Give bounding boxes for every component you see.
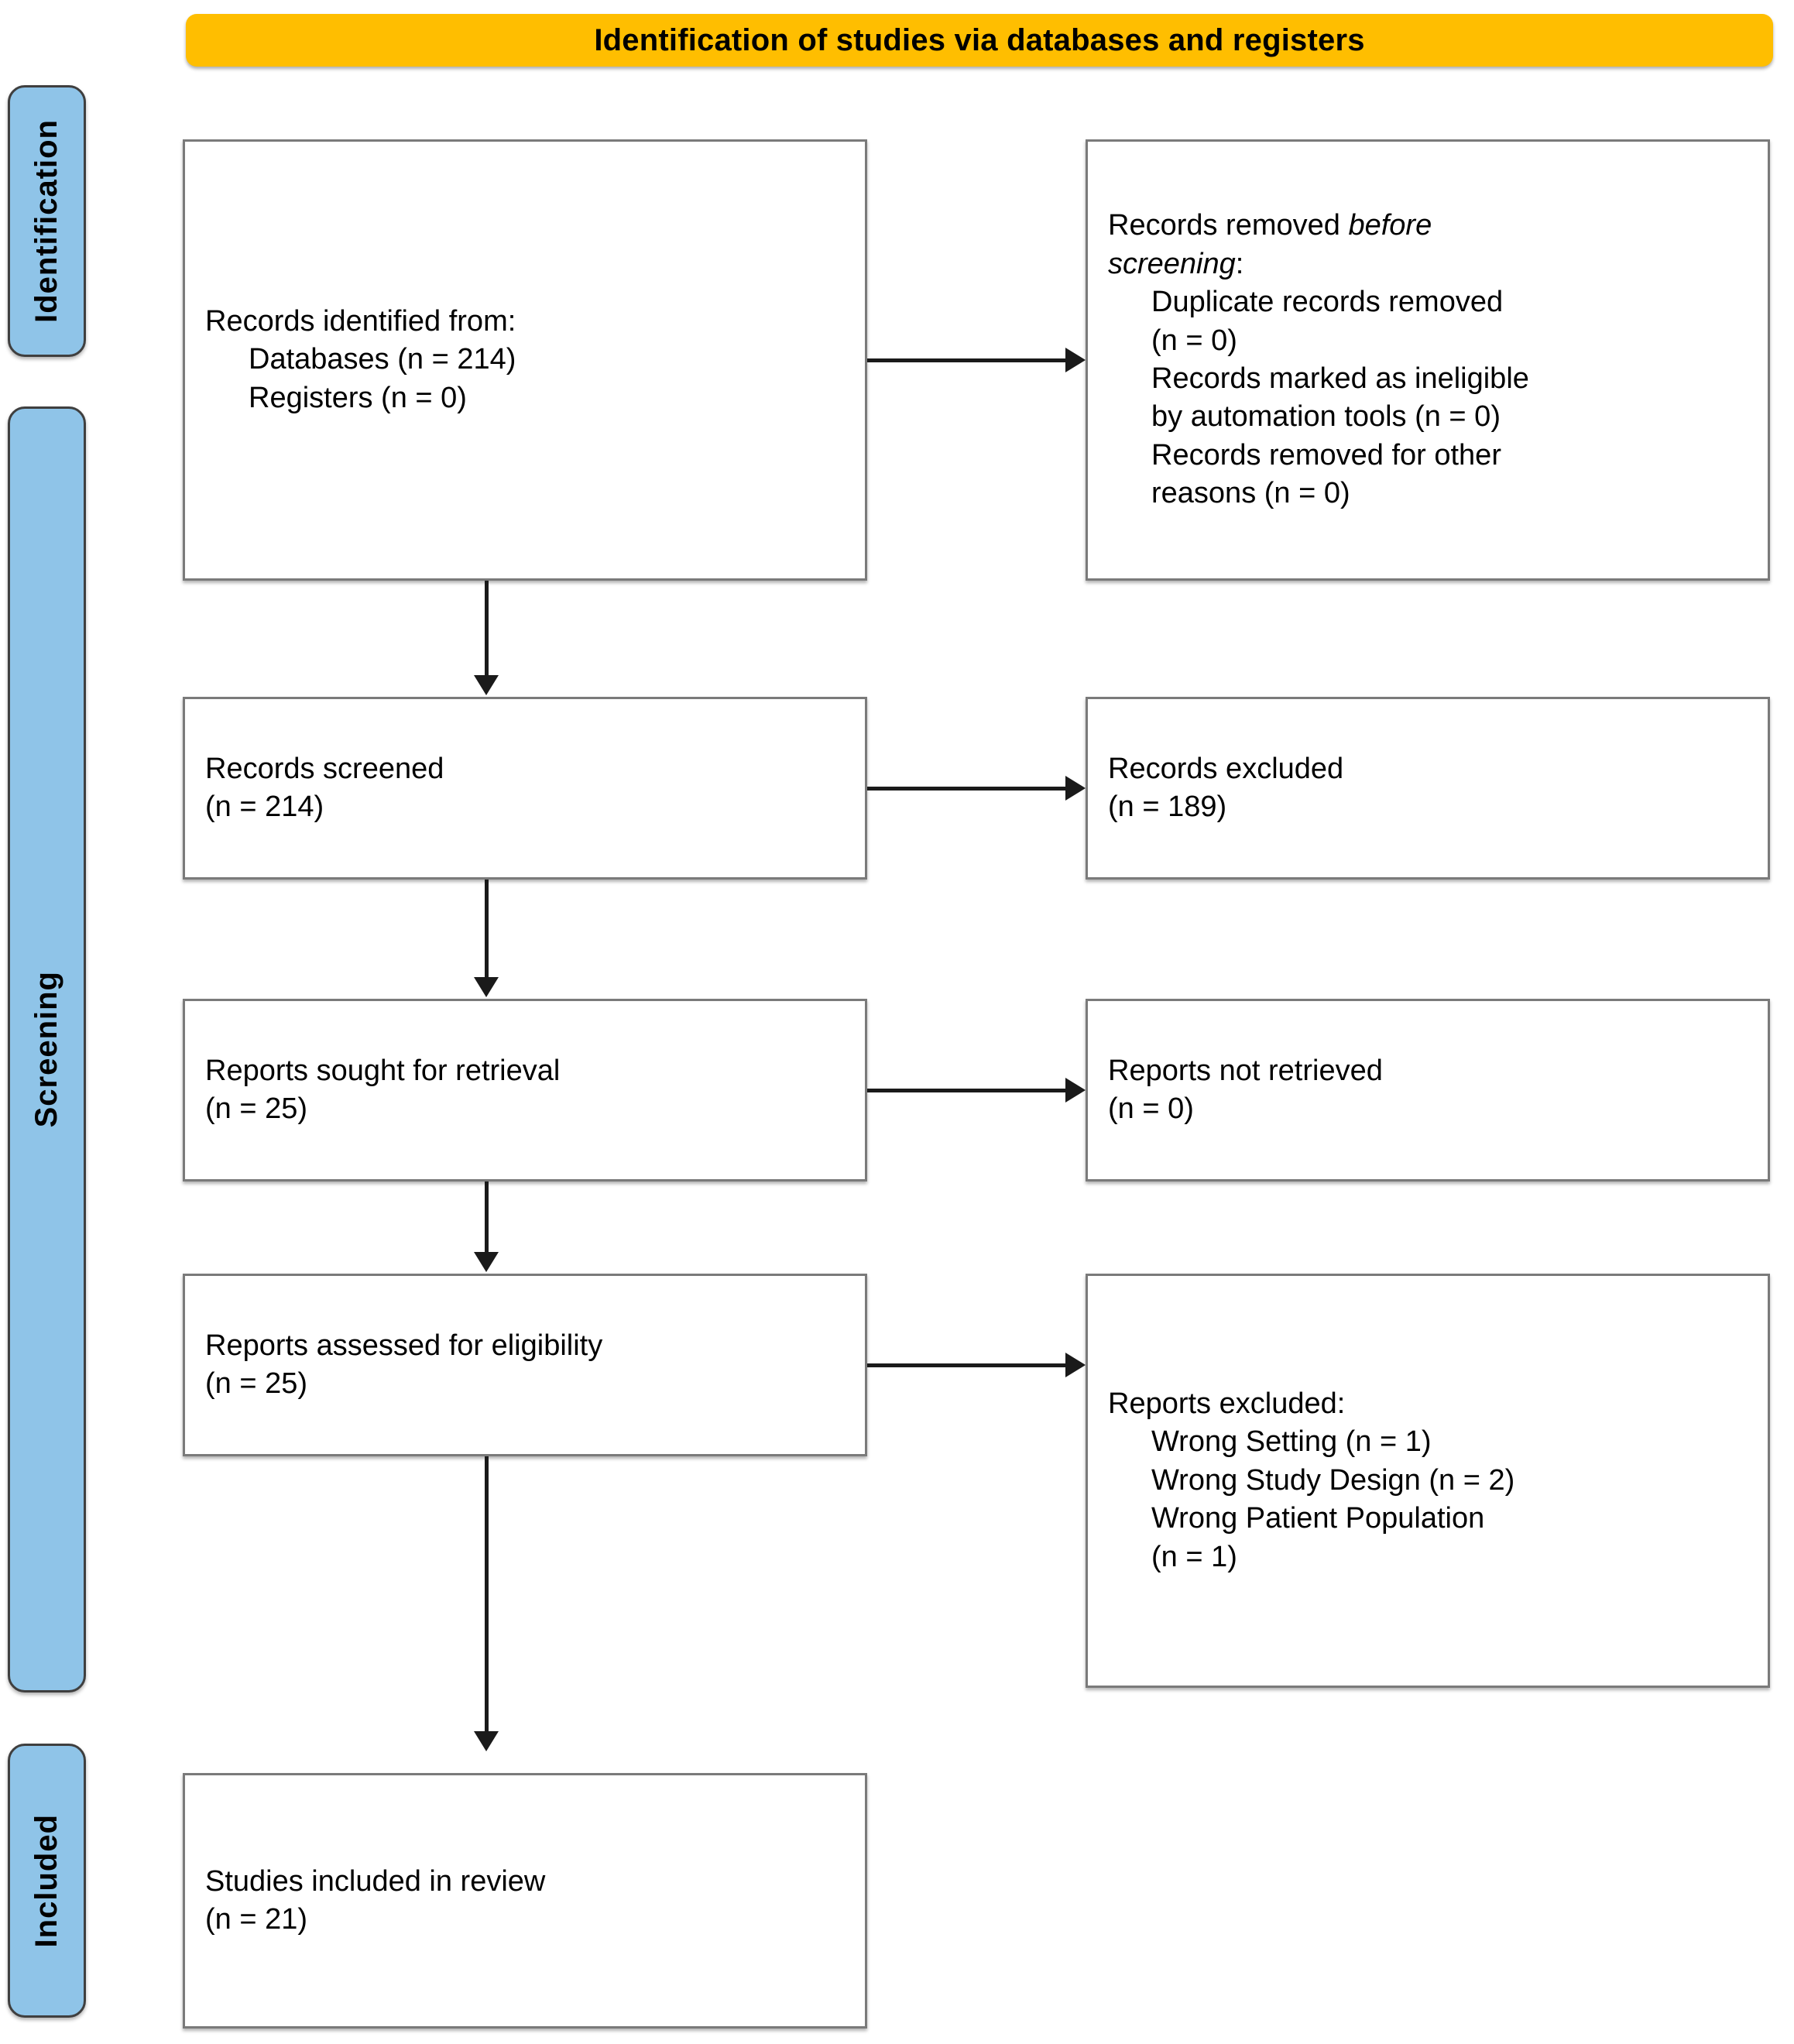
node-records-identified-text: Records identified from: Databases (n = … [185, 303, 865, 417]
text-line: (n = 0) [1151, 324, 1237, 357]
connector-assessed-to-reports-excluded [867, 1363, 1065, 1367]
node-reports-excluded: Reports excluded: Wrong Setting (n = 1) … [1086, 1274, 1770, 1688]
node-reports-assessed-text: Reports assessed for eligibility (n = 25… [185, 1327, 865, 1404]
text-line: Reports excluded: [1108, 1387, 1346, 1421]
text-line: (n = 21) [205, 1903, 308, 1936]
text-line: Records screened [205, 752, 444, 785]
text-fragment: : [1235, 247, 1244, 280]
node-reports-not-retrieved-text: Reports not retrieved (n = 0) [1088, 1052, 1768, 1129]
node-reports-sought-text: Reports sought for retrieval (n = 25) [185, 1052, 865, 1129]
text-line: screening: [1108, 245, 1748, 283]
node-records-identified: Records identified from: Databases (n = … [183, 139, 867, 581]
text-line: Reports sought for retrieval [205, 1054, 561, 1087]
diagram-title: Identification of studies via databases … [594, 22, 1365, 57]
text-fragment-italic: before [1348, 209, 1432, 242]
stage-bar-included: Included [8, 1744, 86, 2018]
connector-sought-to-assessed [485, 1181, 489, 1253]
text-line: Records removed before [1108, 207, 1748, 245]
node-records-removed-before-screening-text: Records removed before screening: Duplic… [1088, 207, 1768, 513]
connector-screened-to-sought [485, 880, 489, 979]
text-line: Records marked as ineligible [1151, 362, 1529, 395]
text-fragment: Records removed [1108, 209, 1349, 242]
text-line: (n = 0) [1108, 1092, 1194, 1125]
text-line: Wrong Study Design (n = 2) [1151, 1463, 1515, 1497]
text-fragment-italic: screening [1108, 247, 1236, 280]
stage-label-screening: Screening [29, 971, 63, 1128]
text-line: (n = 1) [1151, 1540, 1237, 1573]
text-line: Databases (n = 214) [249, 343, 516, 376]
node-reports-sought: Reports sought for retrieval (n = 25) [183, 999, 867, 1181]
text-line: (n = 25) [205, 1092, 308, 1125]
connector-assessed-to-included [485, 1456, 489, 1733]
node-records-removed-before-screening: Records removed before screening: Duplic… [1086, 139, 1770, 581]
arrowhead-sought-to-assessed [474, 1252, 499, 1272]
text-line: by automation tools (n = 0) [1151, 400, 1501, 434]
text-line: Records identified from: [205, 304, 516, 338]
node-reports-not-retrieved: Reports not retrieved (n = 0) [1086, 999, 1770, 1181]
text-line: Studies included in review [205, 1864, 546, 1898]
text-line: Reports not retrieved [1108, 1054, 1383, 1087]
text-line: Records removed for other [1151, 438, 1501, 472]
text-line: (n = 189) [1108, 791, 1227, 823]
stage-bar-identification: Identification [8, 85, 86, 357]
node-studies-included-text: Studies included in review (n = 21) [185, 1863, 865, 1939]
node-records-excluded: Records excluded (n = 189) [1086, 697, 1770, 880]
node-studies-included: Studies included in review (n = 21) [183, 1773, 867, 2029]
text-line: Records excluded [1108, 752, 1344, 785]
node-records-screened: Records screened (n = 214) [183, 697, 867, 880]
connector-identified-to-screened [485, 581, 489, 677]
text-line: Wrong Setting (n = 1) [1151, 1425, 1432, 1459]
node-records-excluded-text: Records excluded (n = 189) [1088, 750, 1768, 827]
text-line: Duplicate records removed [1151, 286, 1504, 319]
node-reports-assessed: Reports assessed for eligibility (n = 25… [183, 1274, 867, 1456]
connector-sought-to-not-retrieved [867, 1089, 1065, 1092]
connector-identified-to-removed [867, 358, 1065, 362]
arrowhead-screened-to-sought [474, 977, 499, 997]
text-line: (n = 214) [205, 791, 324, 823]
text-line: Wrong Patient Population [1151, 1502, 1485, 1535]
stage-label-included: Included [29, 1813, 63, 1948]
text-line: (n = 25) [205, 1367, 308, 1400]
node-records-screened-text: Records screened (n = 214) [185, 750, 865, 827]
arrowhead-identified-to-removed [1065, 348, 1086, 372]
arrowhead-identified-to-screened [474, 675, 499, 695]
connector-screened-to-excluded [867, 787, 1065, 791]
text-line: reasons (n = 0) [1151, 477, 1350, 510]
text-line: Registers (n = 0) [249, 381, 467, 414]
text-line: Reports assessed for eligibility [205, 1329, 603, 1362]
arrowhead-assessed-to-reports-excluded [1065, 1353, 1086, 1377]
diagram-header-banner: Identification of studies via databases … [186, 14, 1773, 67]
node-reports-excluded-text: Reports excluded: Wrong Setting (n = 1) … [1088, 1385, 1768, 1576]
arrowhead-sought-to-not-retrieved [1065, 1078, 1086, 1103]
stage-label-identification: Identification [29, 119, 63, 323]
stage-bar-screening: Screening [8, 406, 86, 1692]
arrowhead-assessed-to-included [474, 1731, 499, 1751]
arrowhead-screened-to-excluded [1065, 776, 1086, 801]
